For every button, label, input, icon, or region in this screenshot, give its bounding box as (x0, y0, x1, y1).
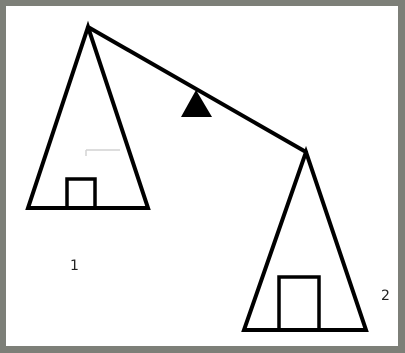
right-weight-box (279, 277, 319, 330)
label-left-pan: 1 (70, 258, 79, 274)
label-right-pan: 2 (381, 288, 390, 304)
left-pan-triangle (28, 27, 148, 208)
right-pan-triangle (244, 152, 366, 330)
balance-beam (88, 27, 306, 152)
left-weight-box (67, 179, 95, 208)
